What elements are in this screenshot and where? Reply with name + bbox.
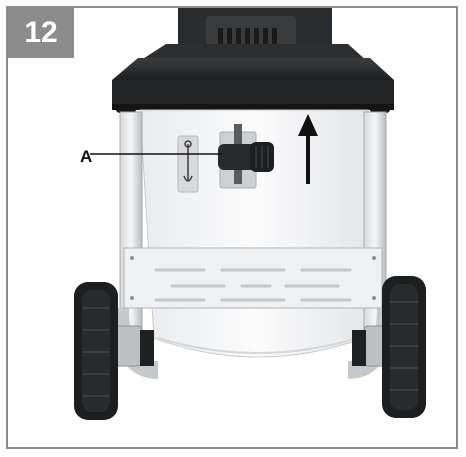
upward-arrow-icon: [298, 114, 318, 184]
step-number-badge: 12: [8, 8, 74, 58]
hopper-collar: [112, 44, 394, 114]
figure-frame: 12 A: [6, 6, 458, 449]
motor-housing: [178, 8, 332, 50]
front-crossbar: [123, 247, 383, 309]
garden-shredder-illustration: [74, 8, 426, 420]
right-wheel: [382, 276, 426, 418]
knob-a[interactable]: [218, 142, 274, 172]
callout-label-a: A: [80, 147, 93, 166]
left-wheel: [74, 282, 118, 420]
